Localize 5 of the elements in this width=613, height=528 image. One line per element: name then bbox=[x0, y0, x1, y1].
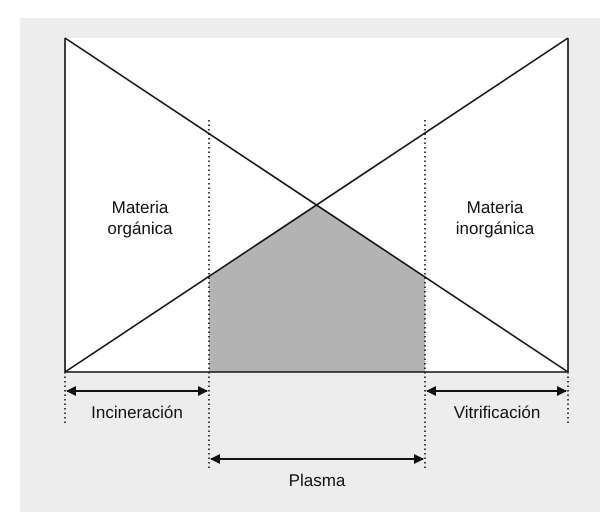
region-label: Materia inorgánica bbox=[454, 197, 536, 239]
range-label: Plasma bbox=[288, 470, 346, 491]
range-label: Incineración bbox=[90, 402, 184, 423]
range-label: Vitrificación bbox=[452, 402, 542, 423]
region-label: Materia orgánica bbox=[106, 197, 174, 239]
